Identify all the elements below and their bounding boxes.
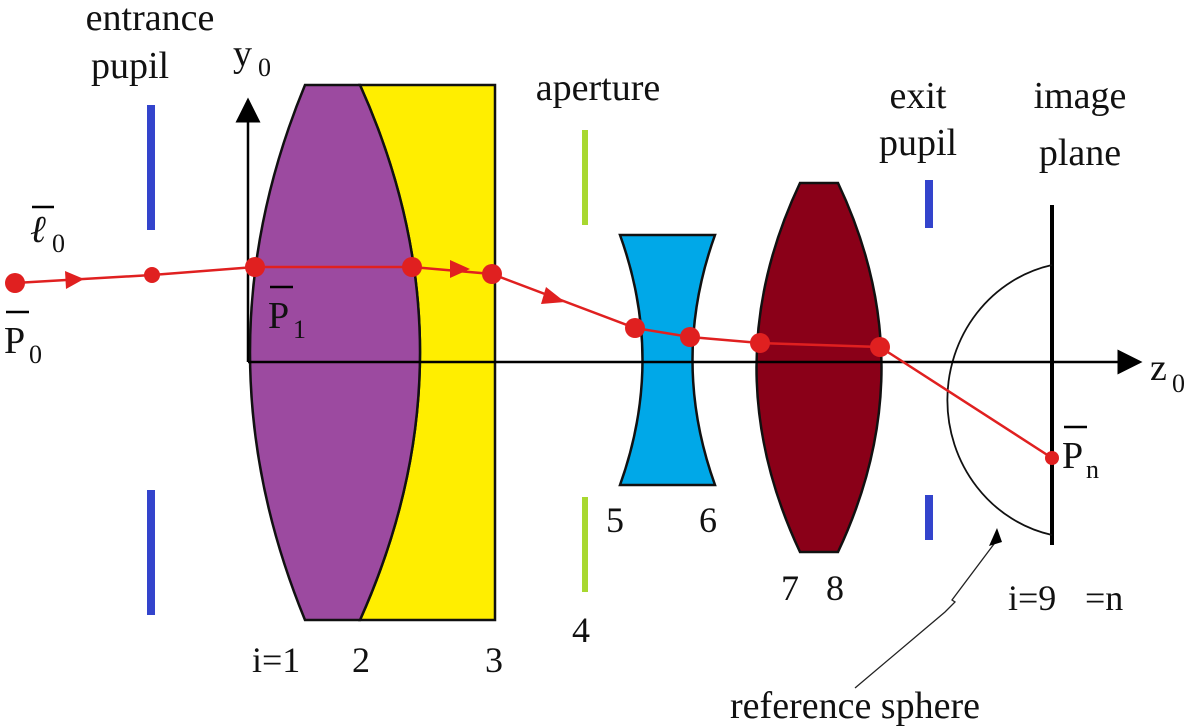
reference-sphere-pointer-head (989, 528, 1002, 546)
ray-arrow-3 (541, 287, 565, 304)
entrance-pupil-label: entrance (86, 0, 215, 39)
y-axis-label-sub: 0 (258, 53, 271, 82)
dark-red-lens (755, 181, 883, 554)
ray-point (402, 257, 422, 277)
exit-pupil-top (925, 180, 933, 228)
ray-point (482, 264, 502, 284)
image-plane-label: plane (1039, 132, 1121, 174)
ray-direction-label: ℓ (30, 209, 46, 251)
surface-label-8: 8 (826, 568, 844, 608)
ray-arrow-2 (450, 260, 470, 278)
entrance-pupil-bottom (147, 490, 155, 615)
surface-label-3: 3 (485, 640, 503, 680)
reference-sphere-label: reference sphere (730, 685, 980, 727)
point-pn-label-sub: n (1086, 455, 1099, 484)
y-axis-label: y (233, 33, 252, 75)
surface-label-2: 2 (352, 640, 370, 680)
surface-label-4: 4 (572, 610, 590, 650)
exit-pupil-label: exit (890, 75, 947, 117)
ray-point (870, 337, 890, 357)
aperture-bottom (582, 497, 588, 592)
surface-label-5: 5 (606, 500, 624, 540)
point-p1-label: P (268, 295, 289, 337)
reference-sphere-arc (946, 264, 1053, 536)
z-axis-label-sub: 0 (1172, 369, 1185, 398)
surface-label-9-eq: =n (1085, 578, 1123, 618)
ray-point (680, 327, 700, 347)
ray-arrow-1 (65, 271, 84, 289)
aperture-label: aperture (536, 67, 660, 109)
image-plane-label: image (1034, 75, 1127, 117)
exit-pupil-label: pupil (879, 122, 957, 164)
ray-point-p0 (5, 273, 25, 293)
ray-point (144, 267, 160, 283)
exit-pupil-bottom (925, 495, 933, 540)
z-axis-label: z (1150, 347, 1167, 389)
point-p0-label: P (4, 320, 25, 362)
ray-point-pn (1045, 451, 1059, 465)
aperture-top (582, 130, 588, 225)
entrance-pupil-label: pupil (91, 45, 169, 87)
surface-label-7: 7 (781, 568, 799, 608)
ray-direction-label-sub: 0 (52, 229, 65, 258)
surface-label-6: 6 (699, 500, 717, 540)
surface-label-1: i=1 (252, 640, 300, 680)
point-pn-label: P (1062, 435, 1083, 477)
blue-concave-lens (618, 233, 717, 487)
ray-point (750, 333, 770, 353)
point-p0-label-sub: 0 (29, 340, 42, 369)
point-p1-label-sub: 1 (293, 315, 306, 344)
entrance-pupil-top (147, 105, 155, 230)
ray-point-p1 (245, 257, 265, 277)
surface-label-9: i=9 (1008, 578, 1056, 618)
ray-point (625, 318, 645, 338)
reference-sphere-pointer (854, 539, 998, 689)
